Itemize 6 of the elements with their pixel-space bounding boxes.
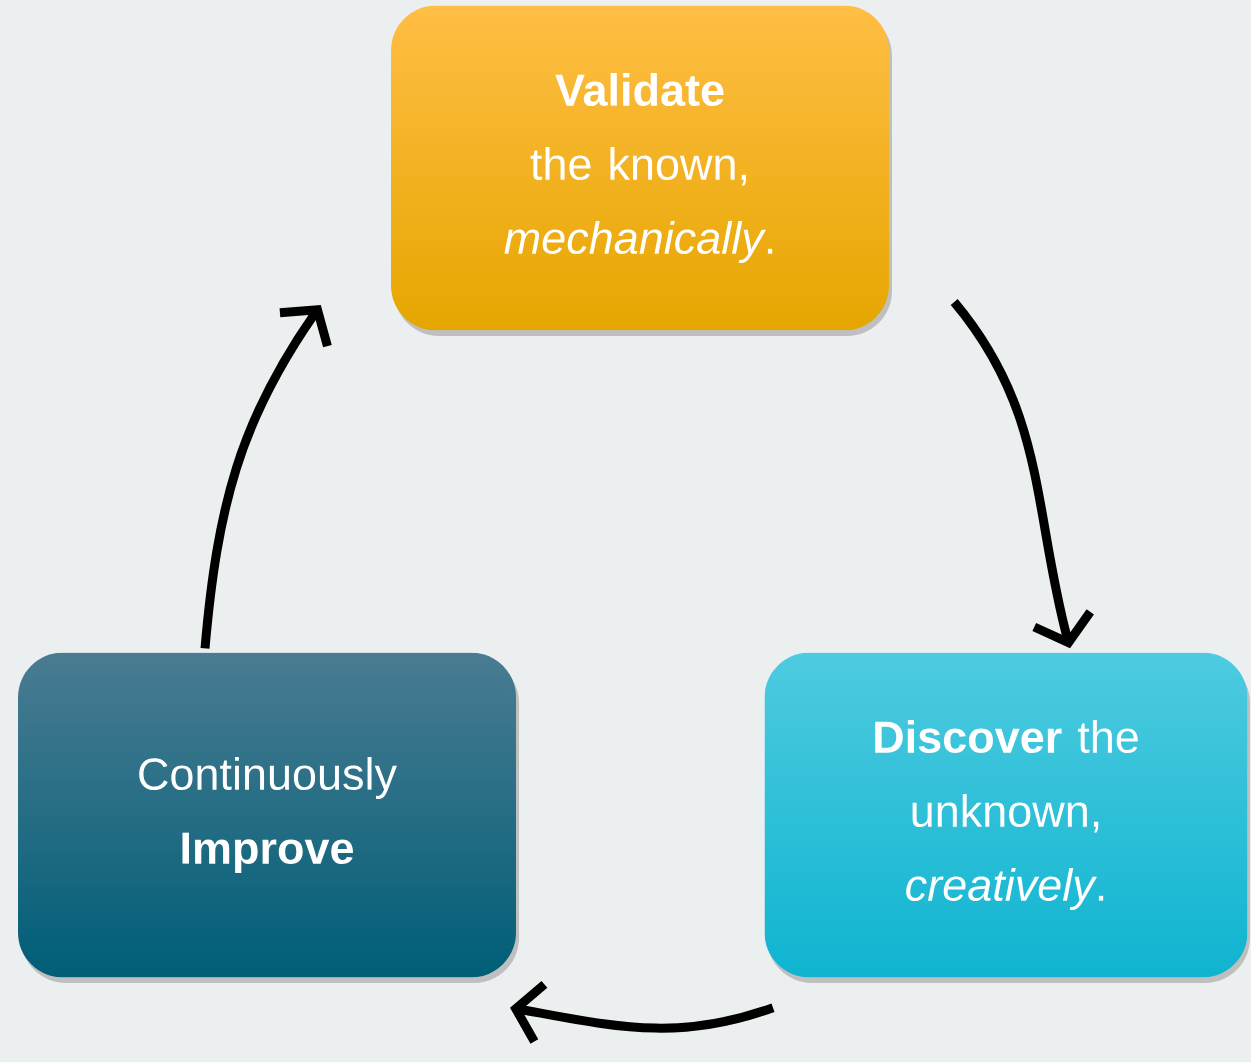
process-box: Discover the unknown, creatively. (764, 652, 1250, 983)
process-box: Continuously Improve (18, 652, 519, 983)
arrow (510, 980, 775, 1044)
process-box: Validate the known, mechanically. (391, 5, 892, 336)
arrow (950, 299, 1094, 649)
arrow (200, 305, 332, 649)
